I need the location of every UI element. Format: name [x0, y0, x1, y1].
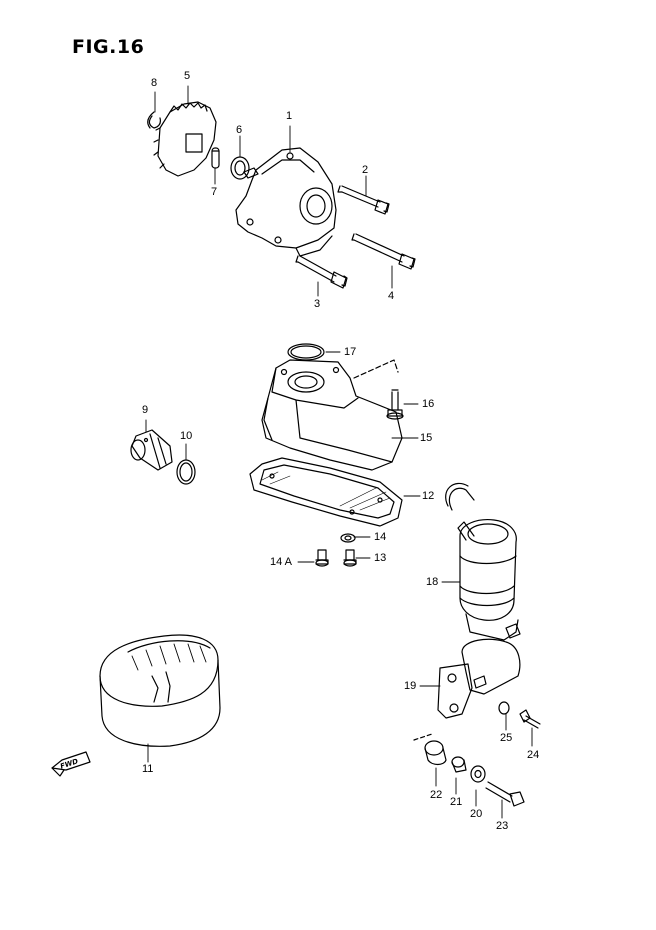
o-ring-17 — [287, 343, 325, 361]
strainer-cover — [261, 359, 403, 471]
pin — [211, 147, 220, 169]
fuel-pump — [445, 482, 521, 641]
circlip — [147, 111, 161, 129]
callout-23: 23 — [496, 820, 509, 832]
washer-20 — [470, 765, 486, 783]
callout-7: 7 — [211, 186, 218, 198]
callout-20: 20 — [470, 808, 483, 820]
callout-13: 13 — [374, 552, 387, 564]
callout-16: 16 — [422, 398, 435, 410]
callout-14: 14 — [374, 531, 387, 543]
callout-5: 5 — [184, 70, 191, 82]
callout-24: 24 — [527, 749, 540, 761]
callout-1: 1 — [286, 110, 293, 122]
grommet-22 — [424, 740, 447, 766]
bolt-2 — [337, 185, 390, 215]
callout-3: 3 — [314, 298, 321, 310]
oil-pump-gear — [153, 101, 217, 177]
bolt-16 — [386, 389, 404, 420]
bolt-4 — [351, 233, 416, 270]
o-ring-10 — [176, 459, 196, 485]
forward-arrow — [51, 751, 91, 777]
callout-25: 25 — [500, 732, 513, 744]
callout-21: 21 — [450, 796, 463, 808]
bolt-3 — [295, 255, 348, 289]
leader-22-guide — [413, 733, 433, 741]
callout-19: 19 — [404, 680, 417, 692]
strainer-gasket — [249, 457, 403, 527]
callout-10: 10 — [180, 430, 193, 442]
washer-14 — [340, 533, 356, 543]
callout-15: 15 — [420, 432, 433, 444]
oil-pump-body — [235, 147, 337, 257]
callout-14a: 14 A — [270, 556, 293, 568]
callout-4: 4 — [388, 290, 395, 302]
screw-24 — [519, 709, 541, 729]
bolt-23 — [485, 781, 525, 807]
callout-9: 9 — [142, 404, 149, 416]
union-fitting — [130, 429, 173, 471]
leader-lines — [145, 85, 533, 819]
oil-filter — [99, 634, 221, 747]
washer-25 — [498, 701, 510, 715]
callout-6: 6 — [236, 124, 243, 136]
callout-8: 8 — [151, 77, 158, 89]
bolt-14a — [315, 549, 329, 567]
leader-16-guide — [353, 359, 399, 379]
callout-2: 2 — [362, 164, 369, 176]
callout-11: 11 — [142, 763, 154, 775]
figure-title: FIG.16 — [72, 36, 145, 58]
fuel-pump-bracket — [437, 638, 521, 719]
callout-18: 18 — [426, 576, 439, 588]
callout-22: 22 — [430, 789, 443, 801]
callout-17: 17 — [344, 346, 357, 358]
collar-21 — [451, 756, 467, 773]
bolt-13 — [343, 549, 357, 567]
callout-12: 12 — [422, 490, 435, 502]
